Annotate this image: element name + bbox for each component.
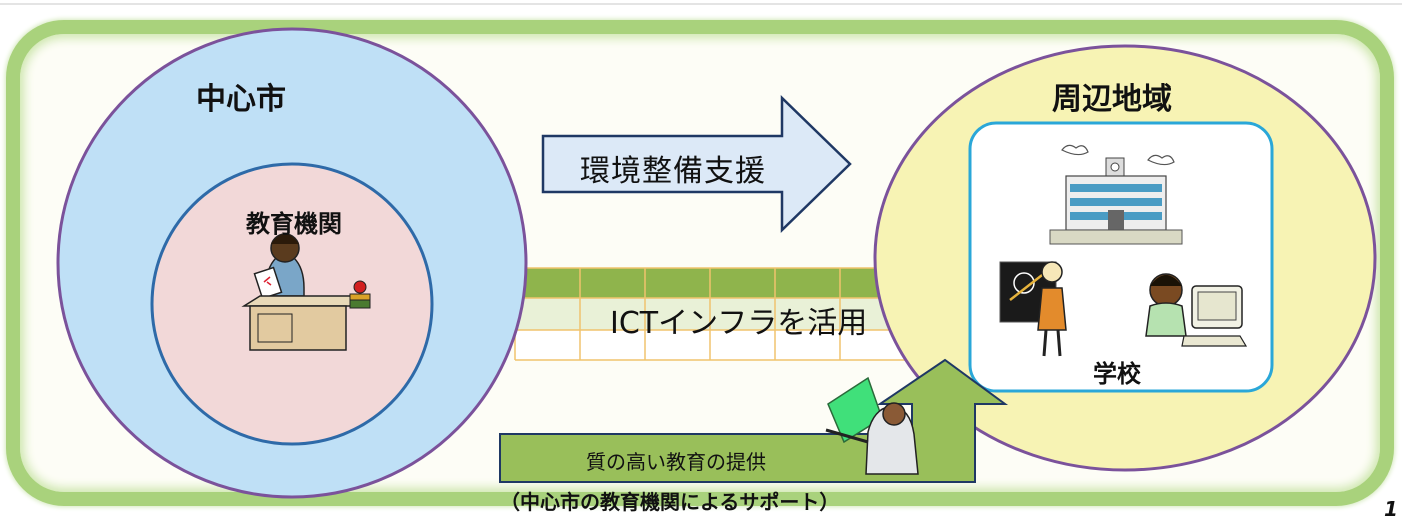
teacher-at-desk-icon — [241, 233, 371, 351]
teacher-with-blackboard-icon — [999, 261, 1067, 357]
student-at-computer-icon — [1145, 273, 1248, 347]
top-rule — [0, 3, 1402, 5]
school-building-icon — [1049, 144, 1183, 245]
environment-support-label: 環境整備支援 — [580, 154, 766, 189]
central-city-title: 中心市 — [196, 82, 286, 117]
page-number: 1 — [1384, 497, 1398, 521]
presenter-pointing-icon — [825, 376, 919, 475]
surrounding-area-title: 周辺地域 — [1052, 82, 1172, 117]
support-note: （中心市の教育機関によるサポート） — [500, 490, 840, 514]
ict-infrastructure-label: ICTインフラを活用 — [610, 306, 868, 341]
education-institution-label: 教育機関 — [246, 210, 342, 238]
quality-education-label: 質の高い教育の提供 — [586, 450, 766, 474]
school-label: 学校 — [1093, 360, 1141, 388]
